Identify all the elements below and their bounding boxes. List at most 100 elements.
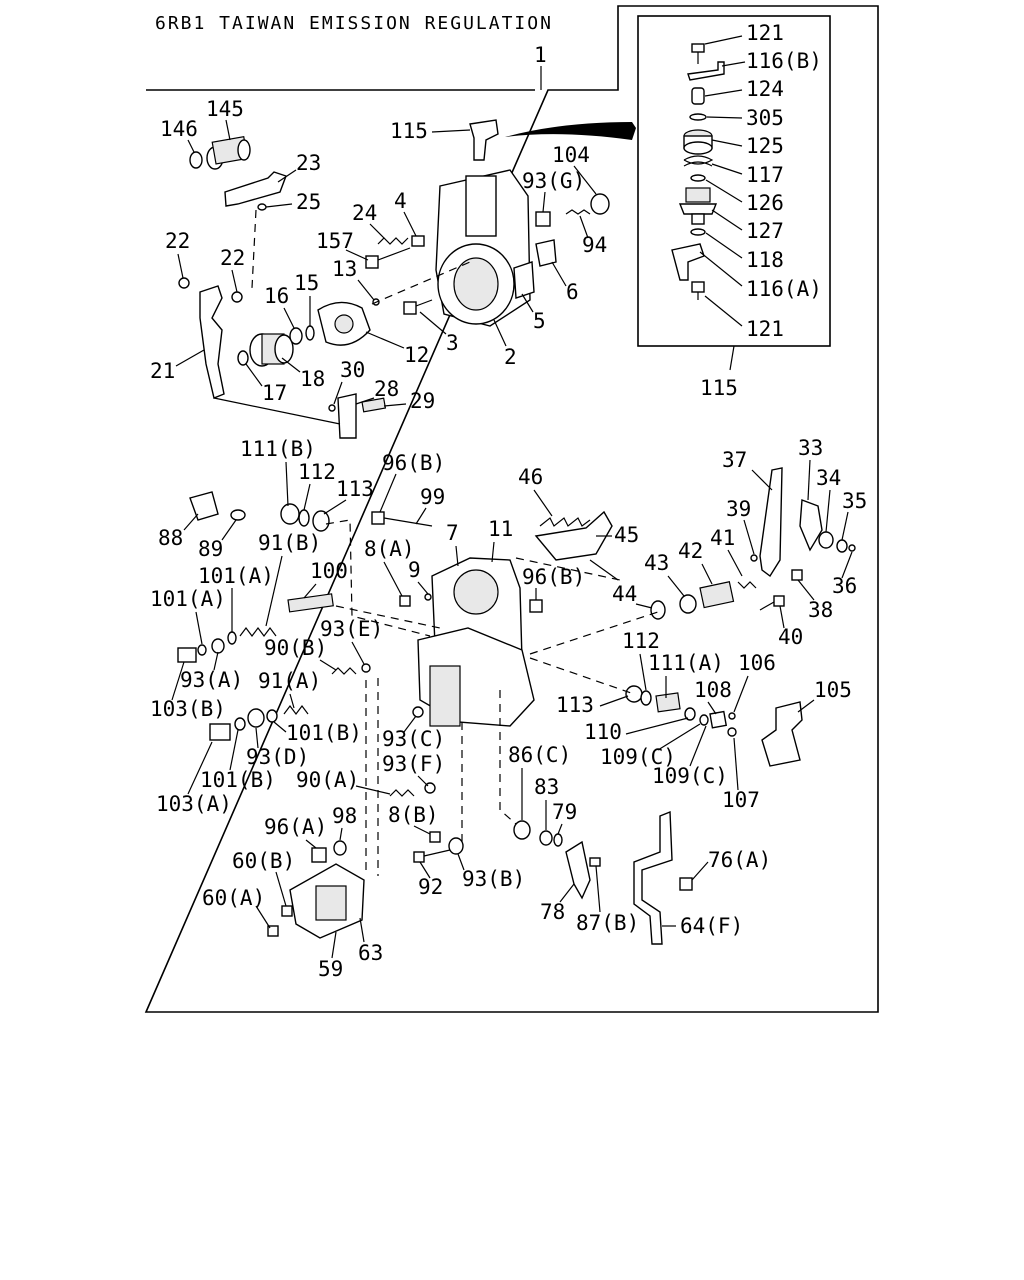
label-29: 29: [410, 389, 435, 413]
inset-part-116b: 116(B): [746, 49, 822, 73]
label-5: 5: [533, 309, 546, 333]
inset-part-305: 305: [746, 106, 784, 130]
label-4: 4: [394, 189, 407, 213]
main-assembly-frame: [144, 5, 879, 1013]
label-104: 104: [552, 143, 590, 167]
label-89: 89: [198, 537, 223, 561]
label-60b: 60(B): [232, 849, 295, 873]
label-101b-mid: 101(B): [286, 721, 362, 745]
label-100: 100: [310, 559, 348, 583]
label-93g: 93(G): [522, 169, 585, 193]
label-28: 28: [374, 377, 399, 401]
label-39: 39: [726, 497, 751, 521]
label-44: 44: [612, 582, 637, 606]
label-113-top: 113: [336, 477, 374, 501]
label-113-mid: 113: [556, 693, 594, 717]
inset-parts-drawing: [671, 43, 725, 300]
label-109c-top: 109(C): [600, 745, 676, 769]
label-111a: 111(A): [648, 651, 724, 675]
label-101a-bottom: 101(A): [150, 587, 226, 611]
label-38: 38: [808, 598, 833, 622]
label-115-main: 115: [390, 119, 428, 143]
label-17: 17: [262, 381, 287, 405]
label-76a: 76(A): [708, 848, 771, 872]
label-86c: 86(C): [508, 743, 571, 767]
label-92: 92: [418, 875, 443, 899]
label-43: 43: [644, 551, 669, 575]
inset-part-121-bottom: 121: [746, 317, 784, 341]
inset-label-list: 121 116(B) 124 305 125 117 126 127 118 1…: [699, 21, 822, 341]
lower-assembly-drawing: [177, 209, 856, 945]
label-108: 108: [694, 678, 732, 702]
label-93a: 93(A): [180, 668, 243, 692]
label-109c-bottom: 109(C): [652, 764, 728, 788]
label-13: 13: [332, 257, 357, 281]
label-146: 146: [160, 117, 198, 141]
inset-label: 115: [700, 376, 738, 400]
label-18: 18: [300, 367, 325, 391]
label-42: 42: [678, 539, 703, 563]
label-30: 30: [340, 358, 365, 382]
label-12: 12: [404, 343, 429, 367]
label-3: 3: [446, 331, 459, 355]
label-8a: 8(A): [364, 537, 415, 561]
label-107: 107: [722, 788, 760, 812]
label-36: 36: [832, 574, 857, 598]
assembly-label: 1: [534, 43, 547, 67]
label-21: 21: [150, 359, 175, 383]
upper-assembly-drawing: [178, 119, 610, 439]
lower-labels: 111(B) 96(B) 33 37 112 113 99 46 34 35 3…: [150, 436, 867, 981]
label-16: 16: [264, 284, 289, 308]
label-93e: 93(E): [320, 617, 383, 641]
label-94: 94: [582, 233, 607, 257]
inset-part-116a: 116(A): [746, 277, 822, 301]
label-106: 106: [738, 651, 776, 675]
label-93f: 93(F): [382, 752, 445, 776]
inset-part-126: 126: [746, 191, 784, 215]
label-22-right: 22: [220, 246, 245, 270]
label-90b: 90(B): [264, 636, 327, 660]
label-22-left: 22: [165, 229, 190, 253]
label-105: 105: [814, 678, 852, 702]
label-45: 45: [614, 523, 639, 547]
inset-part-118: 118: [746, 248, 784, 272]
inset-part-124: 124: [746, 77, 784, 101]
label-112-mid: 112: [622, 629, 660, 653]
label-9: 9: [408, 558, 421, 582]
label-8b: 8(B): [388, 803, 439, 827]
label-157: 157: [316, 229, 354, 253]
label-98: 98: [332, 804, 357, 828]
label-145: 145: [206, 97, 244, 121]
label-91b: 91(B): [258, 531, 321, 555]
label-112-top: 112: [298, 460, 336, 484]
label-59: 59: [318, 957, 343, 981]
label-96b-mid: 96(B): [522, 565, 585, 589]
label-60a: 60(A): [202, 886, 265, 910]
label-88: 88: [158, 526, 183, 550]
label-11: 11: [488, 517, 513, 541]
label-110: 110: [584, 720, 622, 744]
label-7: 7: [446, 521, 459, 545]
label-96b-top: 96(B): [382, 451, 445, 475]
label-87b: 87(B): [576, 911, 639, 935]
label-78: 78: [540, 900, 565, 924]
label-83: 83: [534, 775, 559, 799]
label-37: 37: [722, 448, 747, 472]
inset-part-125: 125: [746, 134, 784, 158]
label-101a-top: 101(A): [198, 564, 274, 588]
label-103a: 103(A): [156, 792, 232, 816]
inset-leader: [729, 345, 735, 371]
label-93b: 93(B): [462, 867, 525, 891]
label-79: 79: [552, 800, 577, 824]
label-101b-bottom: 101(B): [200, 768, 276, 792]
upper-labels: 145 146 23 25 115 104 93(G) 24 4 157 94 …: [150, 97, 607, 413]
label-33: 33: [798, 436, 823, 460]
label-24: 24: [352, 201, 377, 225]
diagram-title: 6RB1 TAIWAN EMISSION REGULATION: [155, 13, 553, 34]
label-25: 25: [296, 190, 321, 214]
label-46: 46: [518, 465, 543, 489]
label-23: 23: [296, 151, 321, 175]
inset-part-117: 117: [746, 163, 784, 187]
label-40: 40: [778, 625, 803, 649]
